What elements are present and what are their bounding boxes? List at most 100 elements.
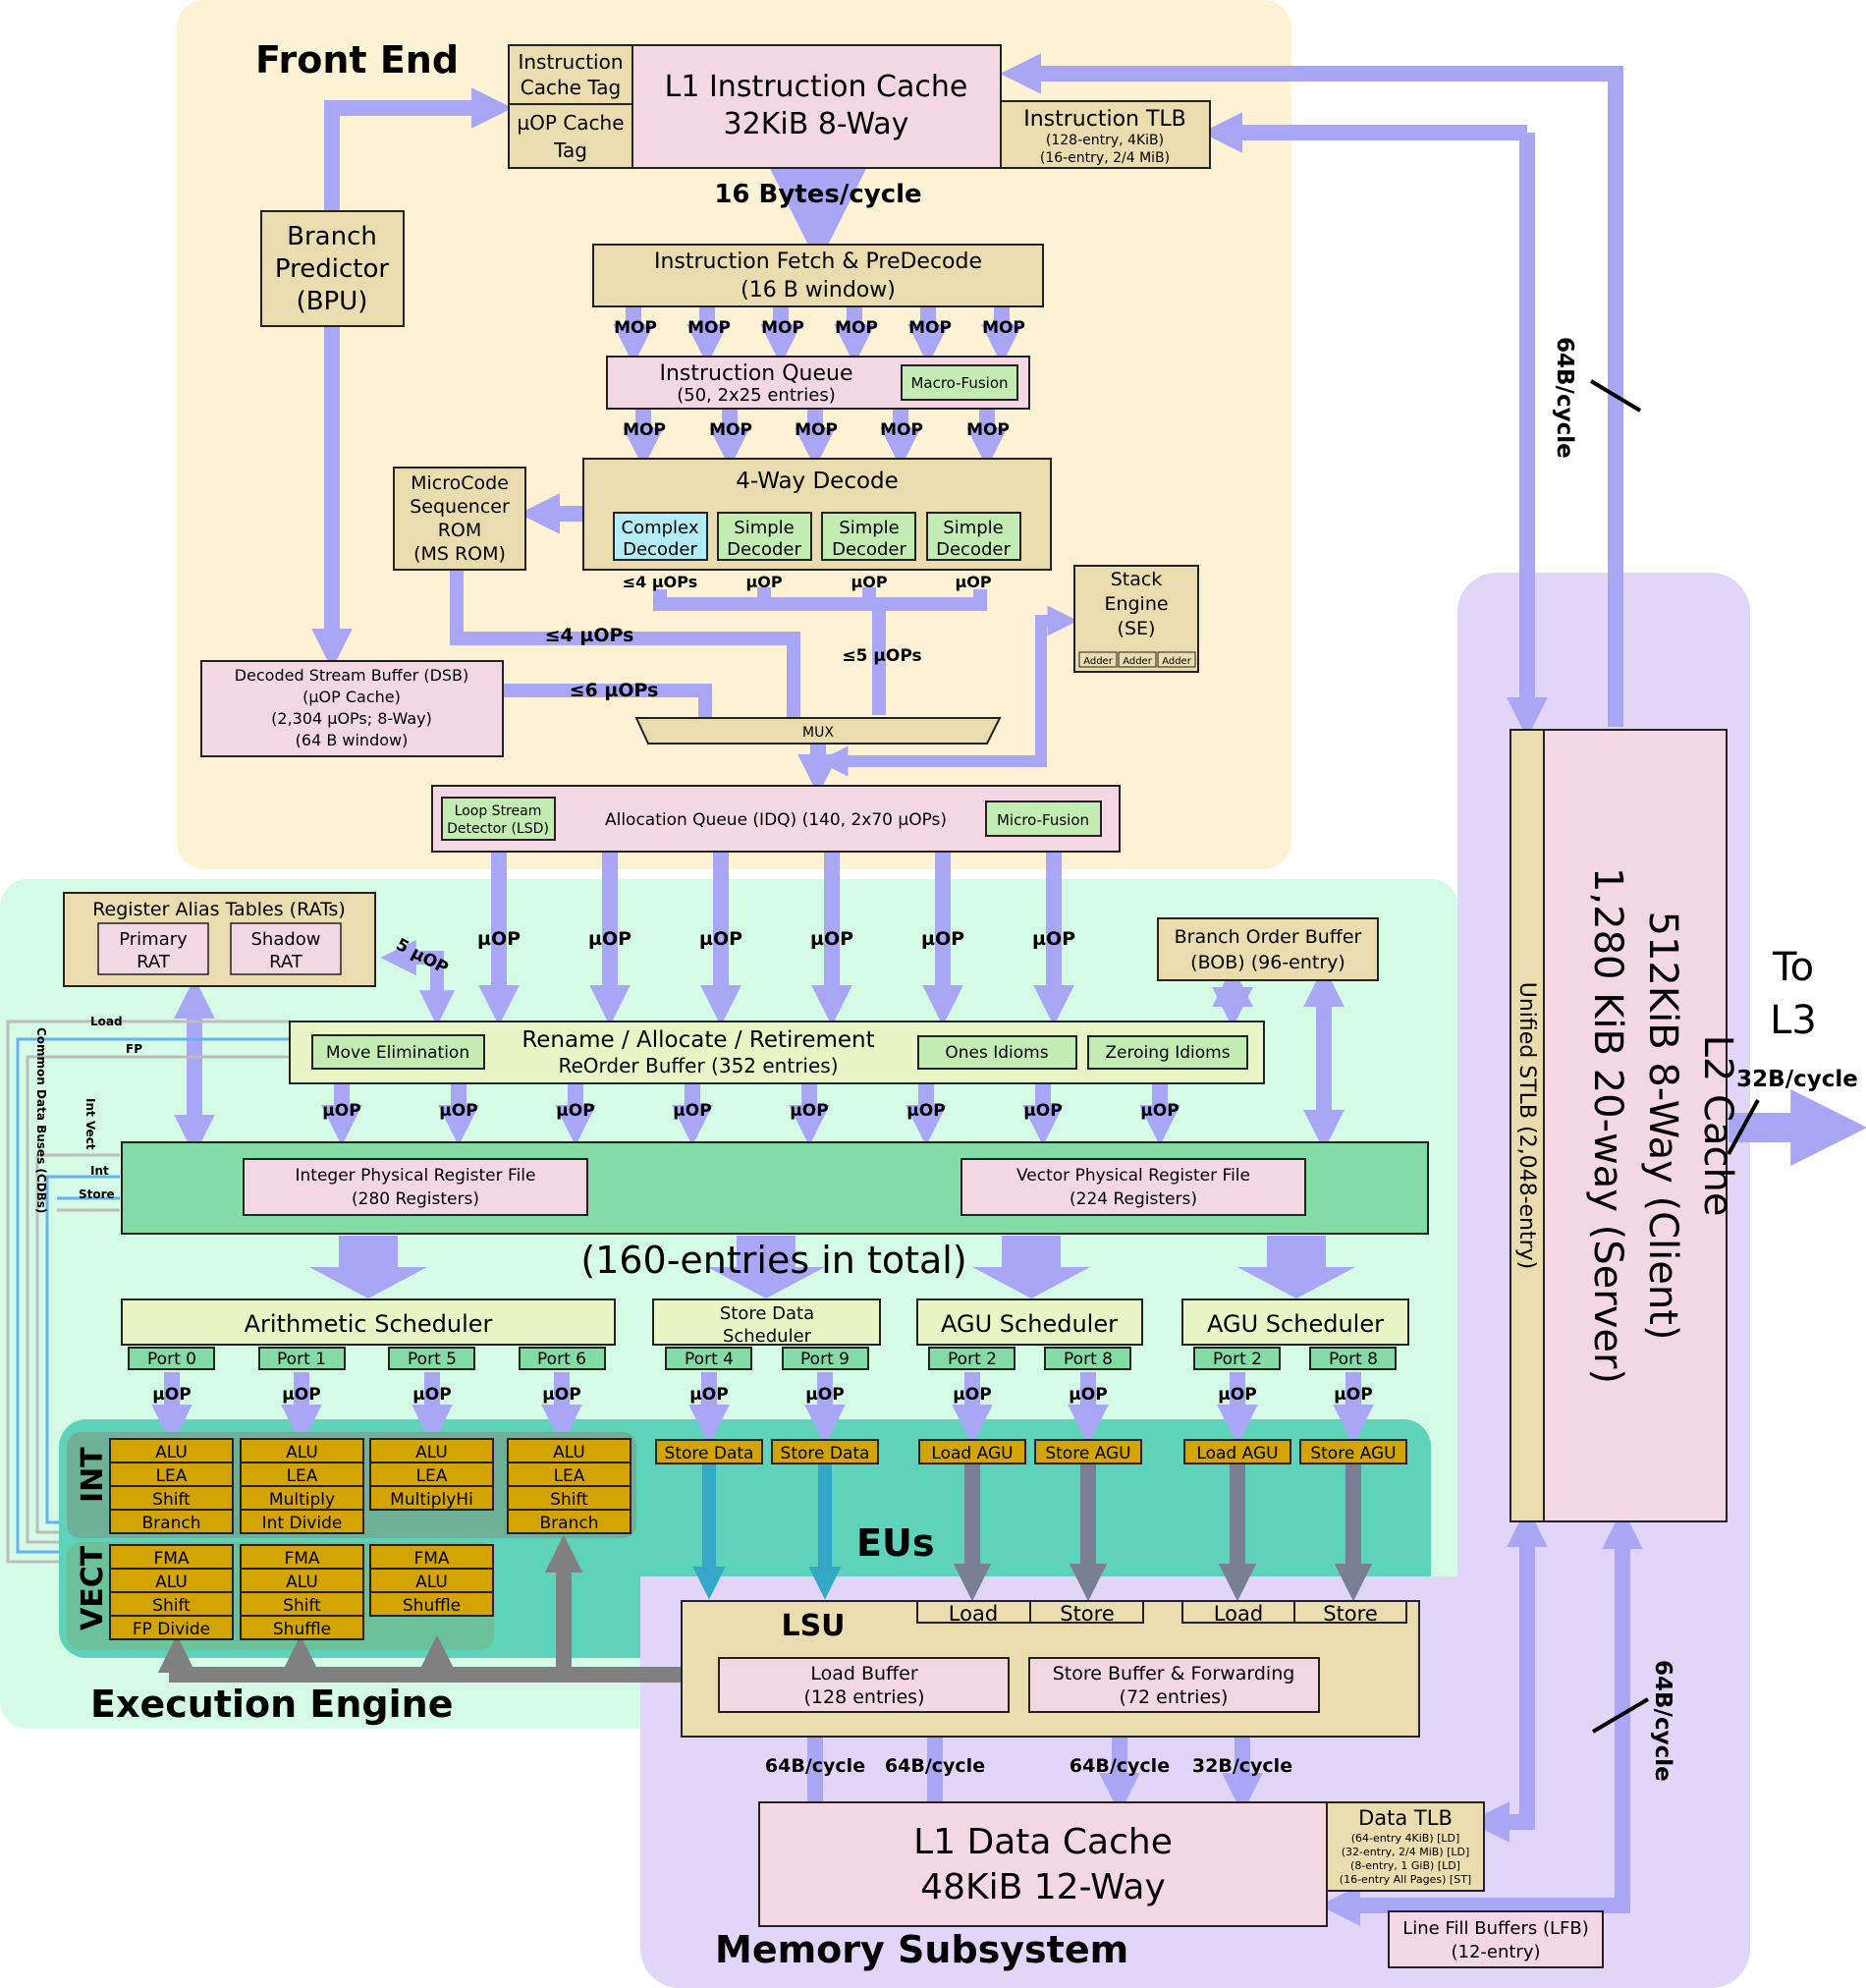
svg-text:Port 5: Port 5 bbox=[408, 1350, 457, 1369]
execution-unit-label: MultiplyHi bbox=[390, 1490, 473, 1510]
svg-text:Simple: Simple bbox=[734, 518, 794, 538]
to-l3-line1: To bbox=[1772, 945, 1814, 990]
micro-fusion-label: Micro-Fusion bbox=[997, 811, 1089, 829]
mop-labels-fetch: MOP MOP MOP MOP MOP MOP bbox=[614, 318, 1025, 338]
svg-text:Port 2: Port 2 bbox=[1213, 1350, 1262, 1369]
svg-text:(16 B window): (16 B window) bbox=[741, 278, 896, 303]
svg-text:(32-entry, 2/4 MiB) [LD]: (32-entry, 2/4 MiB) [LD] bbox=[1342, 1846, 1470, 1858]
svg-text:MOP: MOP bbox=[880, 420, 923, 440]
svg-text:Branch Order Buffer: Branch Order Buffer bbox=[1175, 926, 1362, 948]
svg-text:Branch: Branch bbox=[287, 222, 377, 251]
store-buffer-l1: Store Buffer & Forwarding bbox=[1053, 1663, 1295, 1684]
le5-uops-label: ≤5 µOPs bbox=[842, 646, 921, 666]
execution-unit-label: LEA bbox=[287, 1466, 318, 1486]
l2-client: 512KiB 8-Way (Client) bbox=[1640, 911, 1685, 1340]
svg-text:Line Fill Buffers (LFB): Line Fill Buffers (LFB) bbox=[1402, 1918, 1589, 1939]
svg-text:(BPU): (BPU) bbox=[297, 287, 368, 316]
dtlb-title: Data TLB bbox=[1358, 1806, 1453, 1830]
execution-unit-label: ALU bbox=[155, 1443, 188, 1463]
int-label: INT bbox=[76, 1447, 110, 1503]
dsb-box: Decoded Stream Buffer (DSB) (µOP Cache) … bbox=[200, 660, 504, 757]
svg-text:µOP: µOP bbox=[953, 1385, 991, 1405]
svg-text:µOP: µOP bbox=[1140, 1101, 1179, 1121]
lsd-line2: Detector (LSD) bbox=[447, 821, 549, 837]
agu-scheduler-2-label: AGU Scheduler bbox=[1207, 1310, 1384, 1338]
execution-unit-label: Shuffle bbox=[273, 1620, 331, 1639]
svg-text:Scheduler: Scheduler bbox=[723, 1326, 812, 1347]
svg-text:(16-entry All Pages) [ST]: (16-entry All Pages) [ST] bbox=[1340, 1873, 1471, 1886]
svg-text:(12-entry): (12-entry) bbox=[1451, 1942, 1540, 1962]
execution-unit-label: LEA bbox=[156, 1466, 188, 1486]
four-way-decode-box: 4-Way Decode Complex Decoder Simple Deco… bbox=[582, 458, 1052, 571]
execution-unit-label: ALU bbox=[286, 1573, 318, 1592]
svg-text:Port 1: Port 1 bbox=[277, 1350, 326, 1369]
svg-text:µOP: µOP bbox=[556, 1101, 594, 1121]
svg-text:64B/cycle: 64B/cycle bbox=[1070, 1755, 1170, 1777]
svg-text:µOP: µOP bbox=[906, 1101, 945, 1121]
l2-server: 1,280 KiB 20-way (Server) bbox=[1585, 867, 1630, 1384]
execution-unit-label: LEA bbox=[554, 1466, 585, 1486]
uop-labels-ports: µOP µOP µOP µOP µOP µOP µOP µOP µOP µOP bbox=[152, 1385, 1372, 1405]
svg-text:Sequencer: Sequencer bbox=[410, 496, 510, 518]
bus-label-fp: FP bbox=[126, 1042, 142, 1056]
zeroing-idioms-label: Zeroing Idioms bbox=[1105, 1043, 1230, 1063]
execution-unit-cell bbox=[109, 1591, 234, 1617]
svg-text:Rename / Allocate / Retirement: Rename / Allocate / Retirement bbox=[521, 1027, 874, 1053]
svg-text:ReOrder Buffer (352 entries): ReOrder Buffer (352 entries) bbox=[558, 1054, 838, 1077]
svg-text:MOP: MOP bbox=[687, 318, 731, 338]
idq-title: Allocation Queue (IDQ) (140, 2x70 µOPs) bbox=[605, 810, 947, 830]
execution-unit-label: FMA bbox=[153, 1549, 189, 1569]
svg-text:µOP: µOP bbox=[851, 573, 887, 591]
vect-label: VECT bbox=[76, 1545, 110, 1630]
bob-box: Branch Order Buffer (BOB) (96-entry) bbox=[1157, 917, 1379, 981]
svg-text:µOP: µOP bbox=[1032, 928, 1075, 950]
svg-text:µOP: µOP bbox=[1023, 1101, 1062, 1121]
svg-text:Load: Load bbox=[949, 1602, 998, 1626]
primary-rat-l1: Primary bbox=[119, 929, 188, 950]
svg-text:MOP: MOP bbox=[795, 420, 838, 440]
bus-label-int: Int bbox=[90, 1164, 109, 1178]
execution-unit-label: ALU bbox=[553, 1443, 585, 1463]
uop-cache-tag-line1: µOP Cache bbox=[517, 111, 624, 135]
svg-text:Decoded Stream Buffer (DSB): Decoded Stream Buffer (DSB) bbox=[235, 666, 469, 685]
execution-engine-title: Execution Engine bbox=[90, 1683, 453, 1726]
memory-unit-cell bbox=[1299, 1439, 1407, 1464]
l1-data-cache-group: L1 Data Cache 48KiB 12-Way Data TLB (64-… bbox=[758, 1801, 1485, 1927]
svg-text:Load: Load bbox=[1214, 1602, 1263, 1626]
ones-idioms-label: Ones Idioms bbox=[945, 1043, 1048, 1063]
execution-unit-label: ALU bbox=[415, 1573, 448, 1592]
common-data-buses bbox=[6, 1020, 290, 1564]
lsu-box: LSU Load Store Load Store Load Buffer (1… bbox=[681, 1600, 1420, 1738]
execution-unit-cell bbox=[507, 1485, 631, 1511]
svg-text:Port 9: Port 9 bbox=[800, 1350, 850, 1369]
adder-label: Adder bbox=[1162, 656, 1192, 667]
memory-unit-label: Store Data bbox=[665, 1444, 754, 1463]
execution-unit-cell bbox=[240, 1509, 364, 1534]
ports: Port 0 Port 1 Port 5 Port 6 Port 4 Port … bbox=[128, 1347, 1397, 1370]
execution-unit-label: Shift bbox=[152, 1490, 191, 1510]
svg-text:Port 8: Port 8 bbox=[1329, 1350, 1378, 1369]
svg-text:MOP: MOP bbox=[623, 420, 666, 440]
memory-unit-label: Store Data bbox=[781, 1444, 870, 1463]
svg-text:32B/cycle: 32B/cycle bbox=[1192, 1755, 1292, 1777]
l1-instruction-cache-group: Instruction Cache Tag µOP Cache Tag L1 I… bbox=[508, 44, 1211, 169]
svg-text:(2,304 µOPs; 8-Way): (2,304 µOPs; 8-Way) bbox=[271, 709, 432, 728]
shadow-rat-l2: RAT bbox=[269, 952, 303, 972]
svg-text:µOP: µOP bbox=[673, 1101, 711, 1121]
allocation-queue-box: Loop Stream Detector (LSD) Allocation Qu… bbox=[431, 785, 1121, 853]
le4-uops-label: ≤4 µOPs bbox=[545, 625, 634, 646]
shadow-rat-l1: Shadow bbox=[250, 929, 320, 950]
execution-unit-label: LEA bbox=[416, 1466, 448, 1486]
svg-text:MicroCode: MicroCode bbox=[411, 472, 509, 494]
branch-predictor-box: Branch Predictor (BPU) bbox=[260, 210, 405, 327]
svg-text:Instruction Queue: Instruction Queue bbox=[659, 361, 852, 386]
svg-text:µOP: µOP bbox=[921, 928, 964, 950]
entries-total-label: (160-entries in total) bbox=[580, 1239, 966, 1282]
complex-decoder-l2: Decoder bbox=[623, 539, 697, 560]
execution-unit-label: Shift bbox=[550, 1490, 588, 1510]
store-data-paths bbox=[692, 1463, 842, 1600]
mop-labels-iq: MOP MOP MOP MOP MOP bbox=[623, 420, 1010, 440]
svg-text:(8-entry, 1 GiB) [LD]: (8-entry, 1 GiB) [LD] bbox=[1350, 1859, 1460, 1872]
